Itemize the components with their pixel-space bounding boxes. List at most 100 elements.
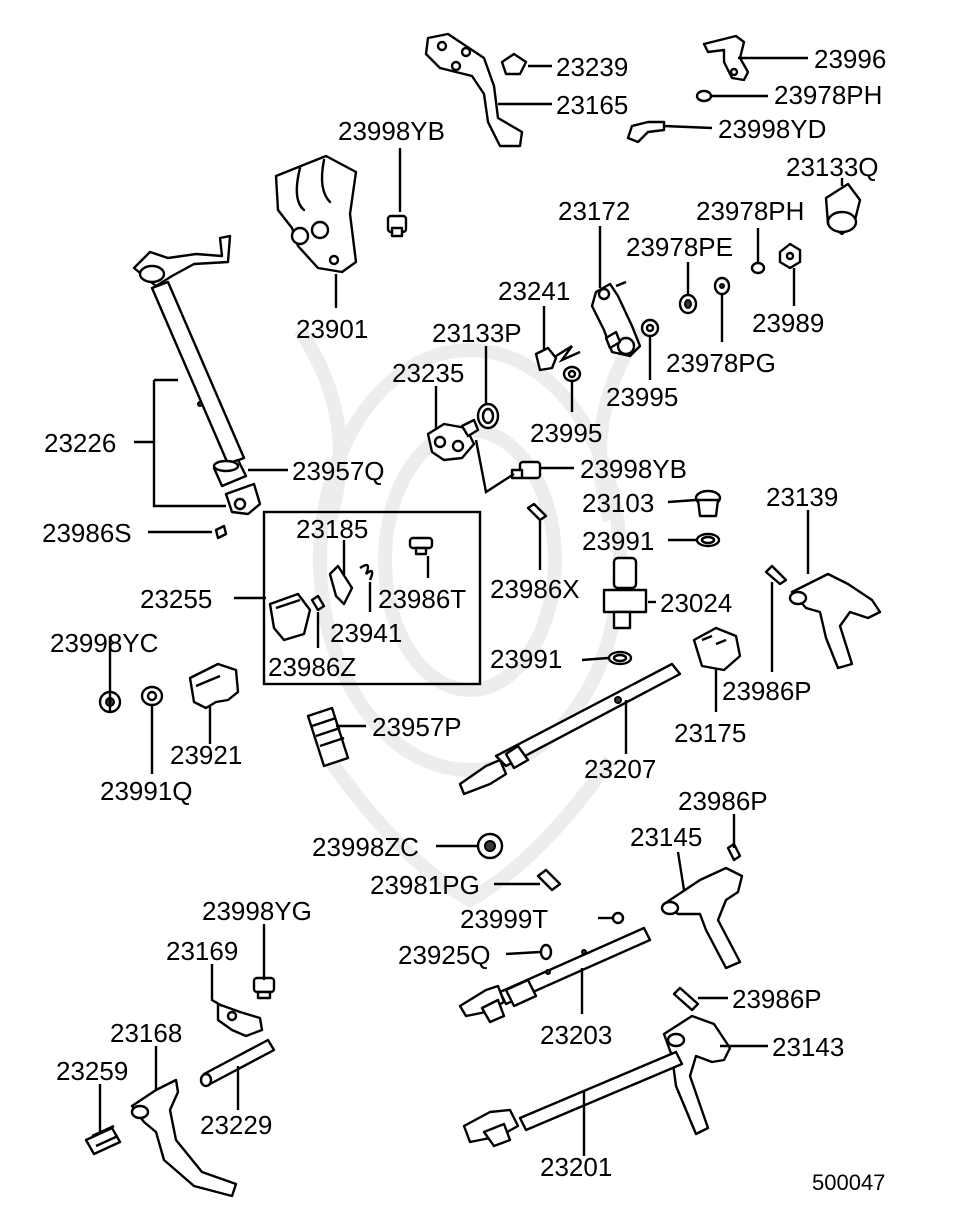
label-23185[interactable]: 23185 <box>296 514 368 544</box>
label-23103[interactable]: 23103 <box>582 488 654 518</box>
part-23998YG-drawing <box>252 976 276 1000</box>
label-23991-a[interactable]: 23991 <box>582 526 654 556</box>
part-23991-gasket-b <box>607 650 633 666</box>
part-23921-drawing <box>188 662 240 710</box>
part-23941-spring <box>359 563 374 581</box>
part-23998YB-screw-upper <box>386 214 408 238</box>
label-23255[interactable]: 23255 <box>140 584 212 614</box>
label-23986Z[interactable]: 23986Z <box>268 652 356 682</box>
label-23978PG[interactable]: 23978PG <box>666 348 776 378</box>
label-23978PE[interactable]: 23978PE <box>626 232 733 262</box>
label-23978PH-a[interactable]: 23978PH <box>774 80 882 110</box>
label-23143[interactable]: 23143 <box>772 1032 844 1062</box>
label-23999T[interactable]: 23999T <box>460 904 548 934</box>
part-23991-gasket-a <box>695 532 721 548</box>
label-23998YC[interactable]: 23998YC <box>50 628 158 658</box>
label-23201[interactable]: 23201 <box>540 1152 612 1182</box>
label-23145[interactable]: 23145 <box>630 822 702 852</box>
label-23226[interactable]: 23226 <box>44 428 116 458</box>
label-23991-b[interactable]: 23991 <box>490 644 562 674</box>
leader-lines <box>98 56 844 1156</box>
label-23139[interactable]: 23139 <box>766 482 838 512</box>
label-23957P[interactable]: 23957P <box>372 712 462 742</box>
part-23998ZC-drawing <box>476 832 504 860</box>
label-23986S[interactable]: 23986S <box>42 518 132 548</box>
label-23957Q[interactable]: 23957Q <box>292 456 385 486</box>
label-23259[interactable]: 23259 <box>56 1056 128 1086</box>
part-23978PH-washer-right <box>750 261 766 275</box>
label-23998ZC[interactable]: 23998ZC <box>312 832 419 862</box>
part-23986T-bolt <box>408 536 434 556</box>
label-23986X[interactable]: 23986X <box>490 574 580 604</box>
label-23024[interactable]: 23024 <box>660 588 732 618</box>
label-23978PH-b[interactable]: 23978PH <box>696 196 804 226</box>
part-23259-drawing <box>84 1124 122 1156</box>
label-23229[interactable]: 23229 <box>200 1110 272 1140</box>
label-23172[interactable]: 23172 <box>558 196 630 226</box>
part-23241-drawing <box>534 344 581 372</box>
part-23986Z-pin <box>310 594 326 612</box>
label-23235[interactable]: 23235 <box>392 358 464 388</box>
label-23133P[interactable]: 23133P <box>432 318 522 348</box>
label-23986P-b[interactable]: 23986P <box>678 786 768 816</box>
part-23133Q-drawing <box>824 182 862 236</box>
label-23168[interactable]: 23168 <box>110 1018 182 1048</box>
part-23239-drawing <box>500 52 528 76</box>
part-23175-drawing <box>692 626 742 672</box>
label-23207[interactable]: 23207 <box>584 754 656 784</box>
part-23133P-drawing <box>476 402 500 430</box>
part-23999T-drawing <box>611 911 625 925</box>
part-23203-drawing <box>458 926 652 1024</box>
label-23175[interactable]: 23175 <box>674 718 746 748</box>
label-23165[interactable]: 23165 <box>556 90 628 120</box>
label-23998YB-a[interactable]: 23998YB <box>338 116 445 146</box>
part-23986P-pin-c <box>672 986 700 1012</box>
label-23991Q[interactable]: 23991Q <box>100 776 193 806</box>
label-23998YD[interactable]: 23998YD <box>718 114 826 144</box>
label-23989[interactable]: 23989 <box>752 308 824 338</box>
label-23241[interactable]: 23241 <box>498 276 570 306</box>
part-23986S-drawing <box>214 524 228 540</box>
part-23925Q-drawing <box>539 943 553 961</box>
label-23901[interactable]: 23901 <box>296 314 368 344</box>
label-23986T[interactable]: 23986T <box>378 584 466 614</box>
part-23986X-drawing <box>526 502 548 522</box>
label-23203[interactable]: 23203 <box>540 1020 612 1050</box>
label-23986P-a[interactable]: 23986P <box>722 676 812 706</box>
label-23995-b[interactable]: 23995 <box>530 418 602 448</box>
label-23133Q[interactable]: 23133Q <box>786 152 879 182</box>
watermark-emblem <box>294 326 646 909</box>
part-23185-drawing <box>328 564 354 606</box>
label-23925Q[interactable]: 23925Q <box>398 940 491 970</box>
part-23165-drawing <box>424 32 524 148</box>
part-23978PG-drawing <box>713 276 731 296</box>
part-23989-drawing <box>778 242 802 270</box>
part-23103-drawing <box>694 489 722 518</box>
label-23986P-c[interactable]: 23986P <box>732 984 822 1014</box>
part-23981PG-drawing <box>536 868 562 892</box>
label-23981PG[interactable]: 23981PG <box>370 870 480 900</box>
label-23941[interactable]: 23941 <box>330 618 402 648</box>
part-23226-lower-lever <box>224 482 262 516</box>
part-23978PH-washer-top <box>695 89 713 103</box>
part-23986P-pin-b <box>726 842 742 862</box>
label-23921[interactable]: 23921 <box>170 740 242 770</box>
label-23998YG[interactable]: 23998YG <box>202 896 312 926</box>
part-23991Q-drawing <box>140 685 164 707</box>
part-23201-drawing <box>462 1050 684 1148</box>
label-23998YB-b[interactable]: 23998YB <box>580 454 687 484</box>
part-23978PE-drawing <box>678 293 698 315</box>
part-23996-drawing <box>702 34 750 82</box>
part-23957Q-drawing <box>212 458 248 488</box>
part-23172-drawing <box>590 280 642 358</box>
label-23995-a[interactable]: 23995 <box>606 382 678 412</box>
label-23239[interactable]: 23239 <box>556 52 628 82</box>
part-23169-drawing <box>216 1002 264 1038</box>
label-23996[interactable]: 23996 <box>814 44 886 74</box>
part-23998YD-drawing <box>626 120 666 144</box>
part-23998YB-screw-lower <box>510 460 542 480</box>
part-23139-drawing <box>788 572 882 670</box>
part-23168-drawing <box>130 1078 238 1198</box>
label-23169[interactable]: 23169 <box>166 936 238 966</box>
